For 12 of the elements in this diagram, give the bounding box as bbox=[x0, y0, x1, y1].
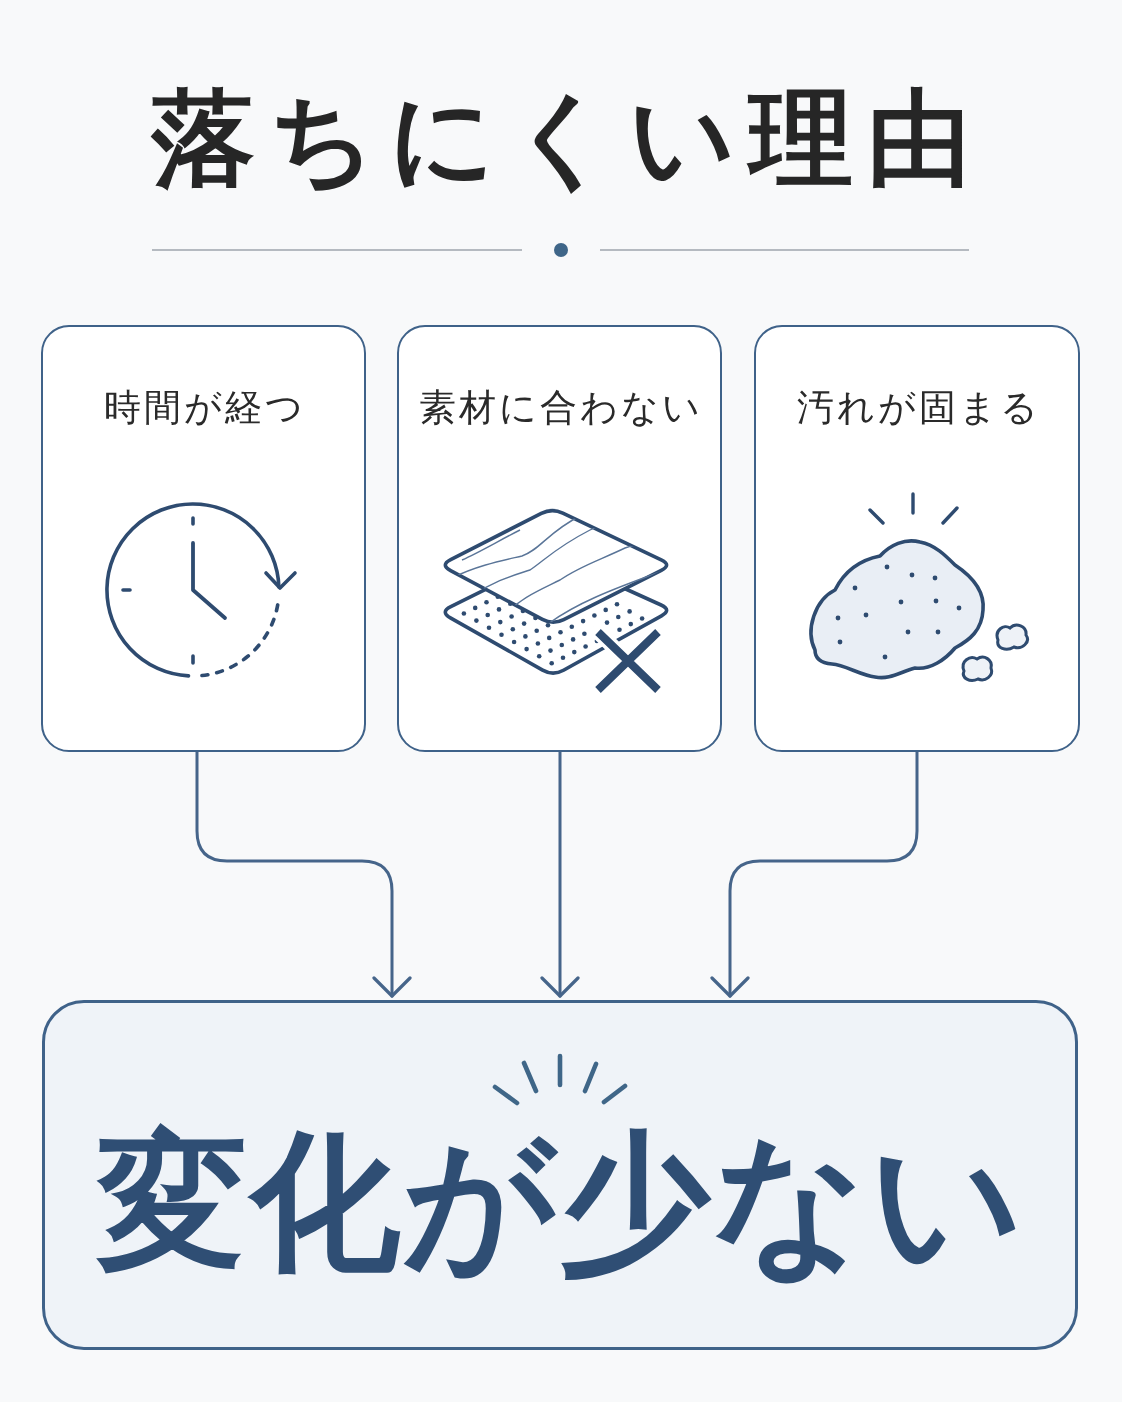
card-title: 素材に合わない bbox=[418, 387, 703, 430]
arrow bbox=[195, 750, 412, 998]
result-text: 変化が少ない bbox=[95, 1115, 1027, 1288]
card bbox=[41, 325, 366, 752]
arrow bbox=[540, 750, 580, 998]
card-title: 汚れが固まる bbox=[795, 387, 1041, 430]
title: 落ちにくい理由 bbox=[150, 78, 985, 198]
card-title: 時間が経つ bbox=[103, 387, 306, 430]
card bbox=[397, 325, 722, 752]
arrow bbox=[710, 750, 919, 998]
card bbox=[754, 325, 1080, 752]
result-box bbox=[42, 1000, 1078, 1350]
